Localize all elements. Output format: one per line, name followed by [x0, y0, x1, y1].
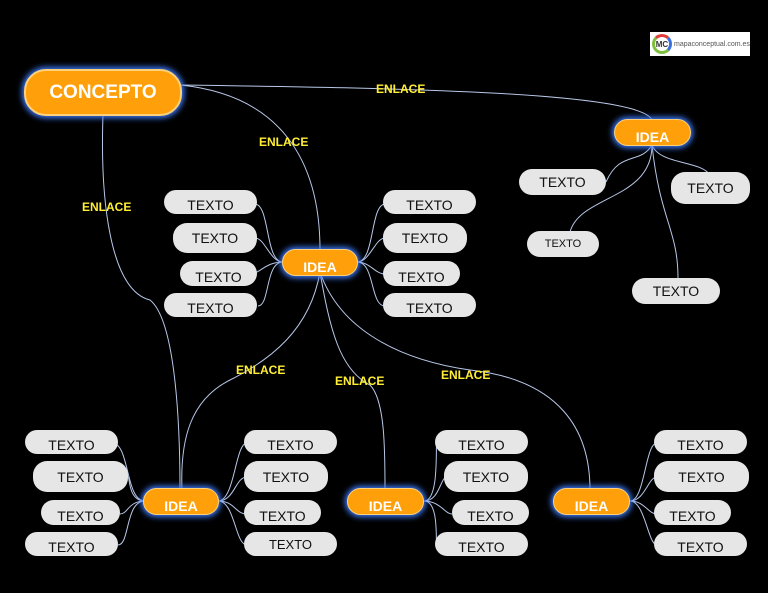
idea-label: IDEA — [368, 497, 403, 514]
link-label: ENLACE — [335, 374, 385, 388]
text-node[interactable]: TEXTO — [435, 532, 528, 556]
text-node[interactable]: TEXTO — [671, 172, 750, 204]
text-node-label: TEXTO — [462, 468, 510, 485]
text-node-label: TEXTO — [262, 468, 310, 485]
text-node[interactable]: TEXTO — [383, 261, 460, 286]
text-node-label: TEXTO — [259, 507, 306, 524]
link-label: ENLACE — [441, 368, 491, 382]
text-node-label: TEXTO — [677, 539, 724, 555]
concept-node[interactable]: CONCEPTO — [24, 69, 182, 116]
idea-node-right[interactable]: IDEA — [614, 119, 691, 146]
text-node-label: TEXTO — [398, 268, 445, 285]
idea-label: IDEA — [164, 497, 198, 514]
text-node-label: TEXTO — [467, 507, 514, 524]
text-node-label: TEXTO — [187, 197, 234, 213]
text-node-label: TEXTO — [677, 437, 724, 453]
text-node-label: TEXTO — [57, 468, 104, 485]
text-node[interactable]: TEXTO — [654, 500, 731, 525]
text-node[interactable]: TEXTO — [452, 500, 529, 525]
link-label: ENLACE — [82, 200, 132, 214]
text-node[interactable]: TEXTO — [33, 461, 128, 492]
text-node[interactable]: TEXTO — [444, 461, 528, 492]
text-node[interactable]: TEXTO — [654, 532, 747, 556]
text-node[interactable]: TEXTO — [527, 231, 599, 257]
text-node-label: TEXTO — [458, 539, 505, 555]
link-label: ENLACE — [376, 82, 426, 96]
text-node-label: TEXTO — [48, 437, 95, 453]
text-node[interactable]: TEXTO — [383, 293, 476, 317]
logo-text: mapaconceptual.com.es — [674, 40, 750, 48]
idea-node-bottom-left[interactable]: IDEA — [143, 488, 219, 515]
idea-node-center[interactable]: IDEA — [282, 249, 358, 276]
link-label: ENLACE — [259, 135, 309, 149]
text-node[interactable]: TEXTO — [244, 500, 321, 525]
text-node[interactable]: TEXTO — [244, 532, 337, 556]
text-node[interactable]: TEXTO — [654, 430, 747, 454]
text-node-label: TEXTO — [267, 437, 314, 453]
text-node-label: TEXTO — [678, 468, 725, 485]
text-node[interactable]: TEXTO — [632, 278, 720, 304]
text-node-label: TEXTO — [57, 507, 104, 524]
text-node[interactable]: TEXTO — [383, 190, 476, 214]
text-node[interactable]: TEXTO — [25, 532, 118, 556]
text-node[interactable]: TEXTO — [41, 500, 120, 525]
text-node[interactable]: TEXTO — [244, 461, 328, 492]
idea-label: IDEA — [635, 128, 670, 145]
text-node[interactable]: TEXTO — [180, 261, 257, 286]
idea-node-bottom-right[interactable]: IDEA — [553, 488, 630, 515]
text-node-label: TEXTO — [544, 238, 582, 250]
logo-mark-text: MC — [655, 39, 669, 49]
text-node-label: TEXTO — [401, 230, 449, 246]
idea-label: IDEA — [574, 497, 609, 514]
text-node-label: TEXTO — [539, 174, 586, 190]
text-node[interactable]: TEXTO — [164, 190, 257, 214]
text-node-label: TEXTO — [48, 539, 95, 555]
text-node[interactable]: TEXTO — [173, 223, 257, 253]
link-label: ENLACE — [236, 363, 286, 377]
text-node-label: TEXTO — [458, 437, 505, 453]
text-node-label: TEXTO — [195, 268, 242, 285]
text-node[interactable]: TEXTO — [25, 430, 118, 454]
text-node-label: TEXTO — [669, 507, 716, 524]
text-node[interactable]: TEXTO — [435, 430, 528, 454]
text-node[interactable]: TEXTO — [164, 293, 257, 317]
text-node[interactable]: TEXTO — [244, 430, 337, 454]
text-node-label: TEXTO — [187, 300, 234, 316]
text-node-label: TEXTO — [268, 536, 313, 552]
concept-label: CONCEPTO — [49, 81, 157, 103]
logo-mark-icon: MC — [652, 34, 672, 54]
text-node[interactable]: TEXTO — [519, 169, 606, 195]
text-node-label: TEXTO — [406, 197, 453, 213]
text-node-label: TEXTO — [687, 180, 734, 196]
site-logo: MC mapaconceptual.com.es — [650, 32, 750, 56]
idea-node-bottom-middle[interactable]: IDEA — [347, 488, 424, 515]
text-node-label: TEXTO — [652, 283, 700, 299]
idea-label: IDEA — [303, 258, 337, 275]
text-node[interactable]: TEXTO — [383, 223, 467, 253]
text-node-label: TEXTO — [406, 300, 453, 316]
text-node[interactable]: TEXTO — [654, 461, 749, 492]
text-node-label: TEXTO — [191, 230, 239, 246]
